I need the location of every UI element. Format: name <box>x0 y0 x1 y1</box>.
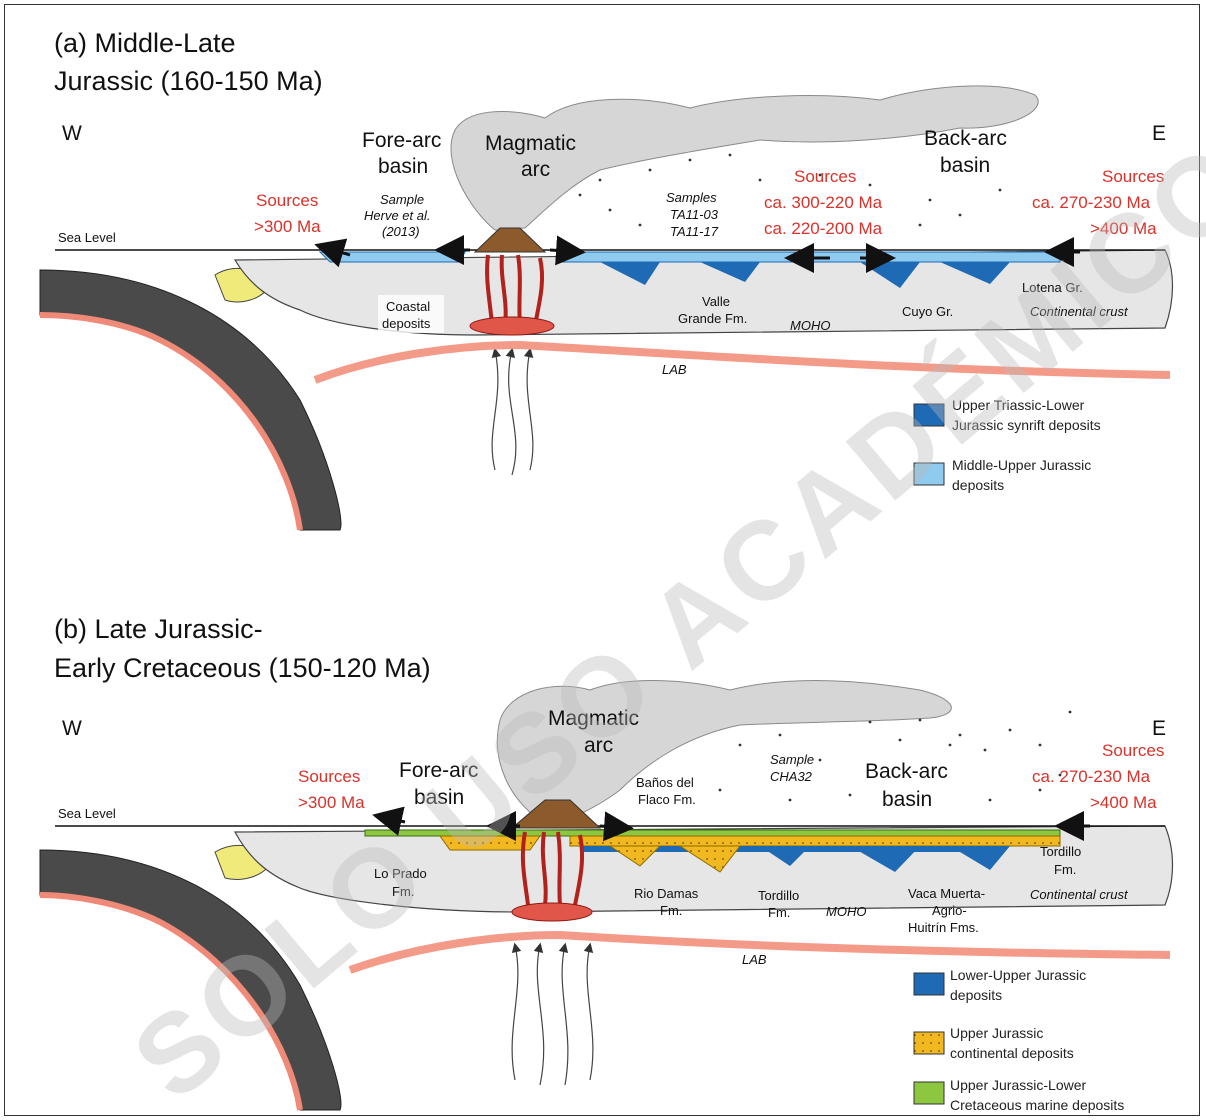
coastal-label-a-1: Coastal <box>386 299 430 314</box>
sample-herve-a-2: Herve et al. <box>364 208 430 223</box>
forearc-label-a-2: basin <box>378 155 428 178</box>
coastal-label-a-2: deposits <box>382 316 431 331</box>
panel-b-title-line2: Early Cretaceous (150-120 Ma) <box>54 653 431 683</box>
sample-b-1: Sample <box>770 752 814 767</box>
vaca-label-b-2: Agrio- <box>932 903 967 918</box>
tordillo-label-b-2: Fm. <box>768 905 790 920</box>
legend-b-swatch-2 <box>914 1032 944 1054</box>
legend-b-2-line1: Upper Jurassic <box>950 1025 1043 1041</box>
sources-west-a-1: Sources <box>256 191 318 210</box>
sources-mid-a-1: Sources <box>794 167 856 186</box>
backarc-label-a-1: Back-arc <box>924 127 1007 150</box>
legend-b-1-line2: deposits <box>950 987 1002 1003</box>
legend-b-3-line2: Cretaceous marine deposits <box>950 1097 1124 1113</box>
panel-b-east-label: E <box>1152 717 1166 740</box>
rio-damas-label-b-1: Rio Damas <box>634 886 699 901</box>
lab-label-a: LAB <box>662 362 687 377</box>
heat-arrows-b <box>512 945 593 1085</box>
valle-label-a-1: Valle <box>702 294 730 309</box>
sources-west-b-1: Sources <box>298 767 360 786</box>
arc-label-a-2: arc <box>521 158 550 181</box>
ash-fall-dots-a <box>579 154 1002 227</box>
tordillo-east-label-b-1: Tordillo <box>1040 844 1081 859</box>
vaca-label-b-3: Huitrín Fms. <box>908 920 979 935</box>
banos-label-b-2: Flaco Fm. <box>638 792 696 807</box>
tordillo-label-b-1: Tordillo <box>758 888 799 903</box>
backarc-label-a-2: basin <box>940 154 990 177</box>
sea-level-label-b: Sea Level <box>58 806 116 821</box>
panel-a-title-line2: Jurassic (160-150 Ma) <box>54 66 323 96</box>
sources-east-b-1: Sources <box>1102 741 1164 760</box>
vaca-label-b-1: Vaca Muerta- <box>908 886 985 901</box>
legend-b-2-line2: continental deposits <box>950 1045 1074 1061</box>
backarc-label-b-2: basin <box>882 788 932 811</box>
legend-b-swatch-3 <box>914 1082 944 1104</box>
sample-herve-a-3: (2013) <box>382 224 420 239</box>
magma-chamber-a <box>470 317 554 335</box>
legend-b-swatch-1 <box>914 973 944 995</box>
sources-west-a-2: >300 Ma <box>254 217 321 236</box>
panel-a-east-label: E <box>1152 122 1166 145</box>
sources-west-b-2: >300 Ma <box>298 793 365 812</box>
samples-a-2: TA11-03 <box>670 207 719 222</box>
cuyo-label-a: Cuyo Gr. <box>902 304 953 319</box>
banos-label-b-1: Baños del <box>636 775 694 790</box>
panel-a-title-line1: (a) Middle-Late <box>54 28 236 58</box>
samples-a-1: Samples <box>666 190 717 205</box>
legend-b-3-line1: Upper Jurassic-Lower <box>950 1077 1086 1093</box>
volcano-a <box>475 228 545 252</box>
valle-label-a-2: Grande Fm. <box>678 311 747 326</box>
lab-label-b: LAB <box>742 952 767 967</box>
forearc-label-a-1: Fore-arc <box>362 129 441 152</box>
continental-crust-label-b: Continental crust <box>1030 887 1129 902</box>
backarc-label-b-1: Back-arc <box>865 760 948 783</box>
sample-herve-a-1: Sample <box>380 192 424 207</box>
sources-mid-a-3: ca. 220-200 Ma <box>764 219 883 238</box>
heat-arrows-a <box>492 350 533 475</box>
panel-b-west-label: W <box>62 717 82 740</box>
rio-damas-label-b-2: Fm. <box>660 903 682 918</box>
sources-mid-a-2: ca. 300-220 Ma <box>764 193 883 212</box>
backarc-continental-b <box>570 836 1060 846</box>
legend-b-1-line1: Lower-Upper Jurassic <box>950 967 1086 983</box>
moho-label-b: MOHO <box>826 904 866 919</box>
sample-b-2: CHA32 <box>770 769 813 784</box>
panel-a-west-label: W <box>62 122 82 145</box>
samples-a-3: TA11-17 <box>670 224 719 239</box>
sources-east-b-3: >400 Ma <box>1090 793 1157 812</box>
arc-label-a-1: Magmatic <box>485 132 576 155</box>
sea-level-label-a: Sea Level <box>58 230 116 245</box>
magma-chamber-b <box>512 903 592 921</box>
moho-label-a: MOHO <box>790 318 830 333</box>
legend-a-2-line2: deposits <box>952 477 1004 493</box>
panel-b-title-line1: (b) Late Jurassic- <box>54 614 263 644</box>
sources-east-b-2: ca. 270-230 Ma <box>1032 767 1151 786</box>
tordillo-east-label-b-2: Fm. <box>1054 862 1076 877</box>
